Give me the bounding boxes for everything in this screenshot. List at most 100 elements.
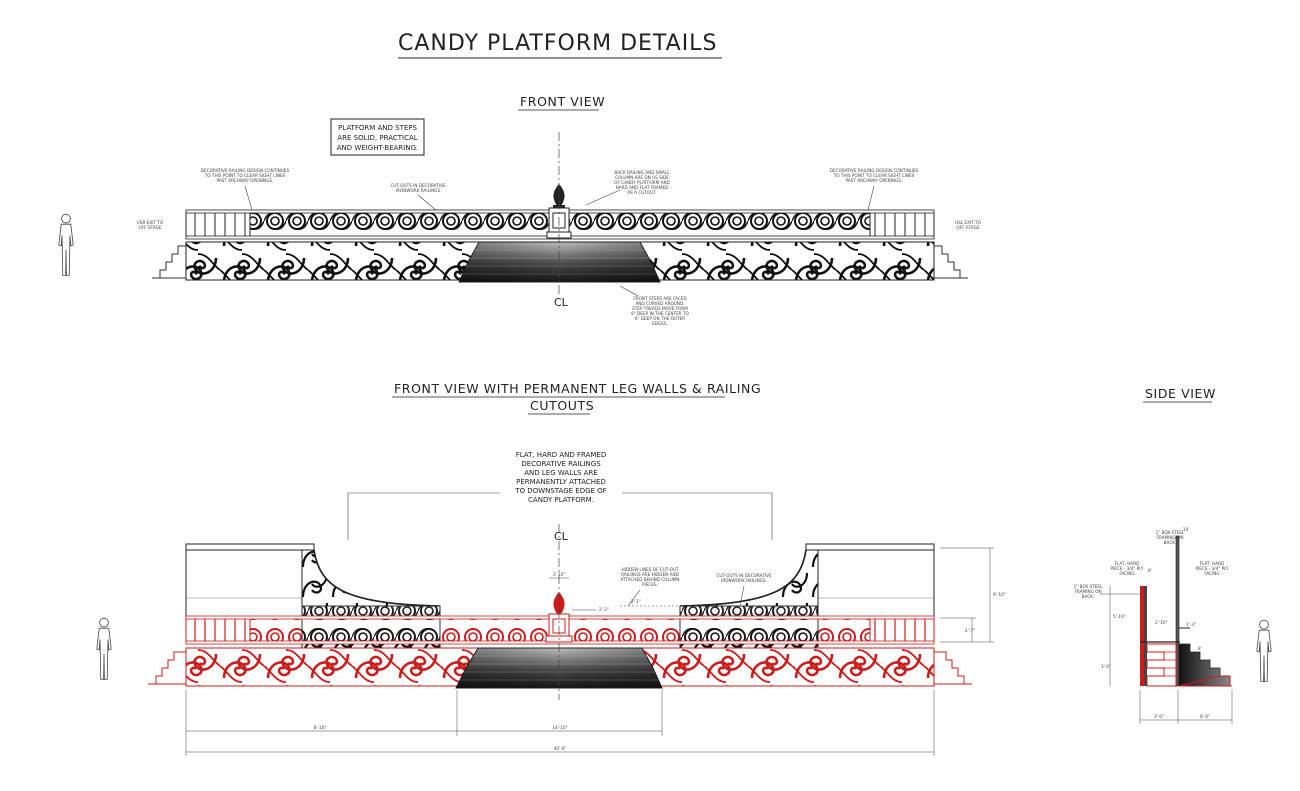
svg-text:OF CANDY PLATFORM AND: OF CANDY PLATFORM AND bbox=[614, 180, 670, 185]
svg-text:CANDY PLATFORM.: CANDY PLATFORM. bbox=[528, 496, 594, 504]
svg-text:PIECE - 3/4" PLY: PIECE - 3/4" PLY bbox=[1195, 566, 1228, 571]
note-leg-main: FLAT, HARD AND FRAMED DECORATIVE RAILING… bbox=[347, 451, 773, 540]
svg-text:14'-10": 14'-10" bbox=[552, 725, 567, 730]
front-leg-view-title-2: CUTOUTS bbox=[530, 398, 594, 413]
front-steps bbox=[458, 241, 661, 283]
svg-text:1'-3": 1'-3" bbox=[1186, 622, 1196, 627]
svg-text:OFF-STAGE: OFF-STAGE bbox=[138, 225, 162, 230]
svg-text:10': 10' bbox=[1183, 527, 1189, 532]
svg-text:8': 8' bbox=[1148, 568, 1152, 573]
column-dims: 1'-10" 2'-2" 2'-1" bbox=[549, 572, 680, 612]
svg-text:OFF-STAGE: OFF-STAGE bbox=[956, 225, 980, 230]
svg-text:2'-2": 2'-2" bbox=[599, 607, 609, 612]
svg-text:3'-0": 3'-0" bbox=[1154, 714, 1164, 719]
front-view-title: FRONT VIEW bbox=[520, 94, 605, 109]
note-side-flat-right: FLAT, HARD PIECE - 3/4" PLY FACING bbox=[1195, 561, 1228, 576]
svg-text:3'-0": 3'-0" bbox=[1101, 664, 1111, 669]
svg-text:COLUMN ARE ON US SIDE: COLUMN ARE ON US SIDE bbox=[615, 175, 669, 180]
svg-text:FLAT, HARD AND FRAMED: FLAT, HARD AND FRAMED bbox=[516, 451, 606, 459]
svg-text:USL EXIT TO: USL EXIT TO bbox=[955, 220, 982, 225]
svg-text:40'-0": 40'-0" bbox=[554, 746, 567, 751]
person-scale-figure-right bbox=[1256, 619, 1272, 682]
note-side-box-steel-top: 1" BOX STEEL FRAMING ON BACK. bbox=[1156, 530, 1185, 545]
callout-line-2: ARE SOLID, PRACTICAL bbox=[337, 134, 417, 142]
horizontal-dims: 8'-10" 14'-10" 40'-0" bbox=[185, 690, 935, 756]
vertical-dims: 9'-10" 2'-7" bbox=[940, 547, 1006, 643]
svg-text:8'-10": 8'-10" bbox=[314, 725, 327, 730]
note-exit-left: USR EXIT TO OFF-STAGE bbox=[137, 220, 164, 230]
svg-text:BACK.: BACK. bbox=[1082, 594, 1095, 599]
note-steps: FRONT STEPS ARE FACED AND CURVED AROUND.… bbox=[619, 285, 690, 326]
svg-text:2'-1": 2'-1" bbox=[631, 599, 641, 604]
svg-text:PAST ARCHWAY OPENINGS.: PAST ARCHWAY OPENINGS. bbox=[217, 178, 274, 183]
sheet-title-block: CANDY PLATFORM DETAILS bbox=[398, 31, 722, 59]
svg-text:6'-0": 6'-0" bbox=[1200, 714, 1210, 719]
person-scale-figure-left bbox=[58, 213, 74, 276]
svg-text:RAILINGS ARE HIDDEN AND: RAILINGS ARE HIDDEN AND bbox=[621, 572, 679, 577]
svg-text:8': 8' bbox=[1198, 646, 1202, 651]
svg-text:ATTACHED BEHIND COLUMN: ATTACHED BEHIND COLUMN bbox=[620, 577, 679, 582]
svg-text:DECORATIVE RAILINGS: DECORATIVE RAILINGS bbox=[521, 460, 601, 468]
svg-text:FRONT STEPS ARE FACED: FRONT STEPS ARE FACED bbox=[633, 296, 686, 301]
svg-text:5'-10": 5'-10" bbox=[1113, 614, 1126, 619]
red-left-steps bbox=[148, 651, 187, 685]
side-dims: 10' 8' 5'-10" 3'-0" 2'-10" 1'-3" 8' 3'-0… bbox=[1101, 527, 1233, 724]
svg-text:HARD AND FLAT FRAMED: HARD AND FLAT FRAMED bbox=[616, 185, 669, 190]
svg-text:DECORATIVE RAILING DESIGN CONT: DECORATIVE RAILING DESIGN CONTINUES bbox=[201, 168, 290, 173]
note-back-railing: BACK RAILING AND SMALL COLUMN ARE ON US … bbox=[585, 170, 670, 206]
svg-text:AS A CUTOUT.: AS A CUTOUT. bbox=[627, 190, 656, 195]
left-side-steps bbox=[152, 245, 187, 279]
svg-text:PIECE - 3/4" PLY: PIECE - 3/4" PLY bbox=[1110, 566, 1143, 571]
svg-text:HIDDEN LINES OF CUT-OUT: HIDDEN LINES OF CUT-OUT bbox=[621, 567, 678, 572]
front-leg-view-title-1: FRONT VIEW WITH PERMANENT LEG WALLS & RA… bbox=[394, 381, 761, 396]
note-cutouts-front: CUT-OUTS IN DECORATIVE IRONWORK RAILINGS bbox=[390, 183, 446, 211]
leg-centerline-label: CL bbox=[554, 530, 569, 543]
svg-text:TO THIS POINT TO CLEAR SIGHT L: TO THIS POINT TO CLEAR SIGHT LINES bbox=[833, 173, 915, 178]
svg-text:BACK RAILING AND SMALL: BACK RAILING AND SMALL bbox=[614, 170, 670, 175]
note-exit-right: USL EXIT TO OFF-STAGE bbox=[955, 220, 982, 230]
svg-text:IRONWORK RAILINGS: IRONWORK RAILINGS bbox=[396, 188, 441, 193]
svg-text:2'-7": 2'-7" bbox=[965, 628, 975, 633]
front-view: FRONT VIEW PLATFORM AND STEPS ARE SOLID,… bbox=[58, 94, 982, 326]
svg-text:FACING: FACING bbox=[1119, 571, 1134, 576]
svg-text:1'-10": 1'-10" bbox=[553, 572, 566, 577]
svg-text:FLAT, HARD: FLAT, HARD bbox=[1115, 561, 1140, 566]
svg-text:TO THIS POINT TO CLEAR SIGHT L: TO THIS POINT TO CLEAR SIGHT LINES bbox=[204, 173, 286, 178]
right-side-steps bbox=[933, 245, 968, 279]
svg-text:AND CURVED AROUND.: AND CURVED AROUND. bbox=[635, 301, 684, 306]
svg-text:8" DEEP IN THE CENTER TO: 8" DEEP IN THE CENTER TO bbox=[631, 311, 689, 316]
side-red-steps bbox=[1146, 643, 1177, 687]
side-red-facing bbox=[1140, 586, 1144, 686]
svg-text:AND LEG WALLS ARE: AND LEG WALLS ARE bbox=[524, 469, 597, 477]
side-view: SIDE VIEW 1" BOX STEEL FRAMING ON BACK. … bbox=[1074, 386, 1272, 724]
svg-text:BACK.: BACK. bbox=[1164, 540, 1177, 545]
svg-text:TO DOWNSTAGE EDGE OF: TO DOWNSTAGE EDGE OF bbox=[514, 487, 606, 495]
front-centerline-label: CL bbox=[554, 296, 569, 309]
svg-text:EDGES.: EDGES. bbox=[652, 321, 668, 326]
svg-text:FACING: FACING bbox=[1204, 571, 1219, 576]
svg-text:CUT-OUTS IN DECORATIVE: CUT-OUTS IN DECORATIVE bbox=[390, 183, 445, 188]
note-rail-right: DECORATIVE RAILING DESIGN CONTINUES TO T… bbox=[830, 168, 918, 211]
svg-text:PAST ARCHWAY OPENINGS.: PAST ARCHWAY OPENINGS. bbox=[846, 178, 903, 183]
note-side-box-steel-left: 1" BOX STEEL FRAMING ON BACK. bbox=[1074, 584, 1140, 599]
side-view-title: SIDE VIEW bbox=[1145, 386, 1216, 401]
note-rail-left: DECORATIVE RAILING DESIGN CONTINUES TO T… bbox=[201, 168, 290, 211]
svg-text:PIECES.: PIECES. bbox=[642, 582, 658, 587]
svg-text:FRAMING ON: FRAMING ON bbox=[1075, 589, 1102, 594]
note-side-flat-left: FLAT, HARD PIECE - 3/4" PLY FACING bbox=[1110, 561, 1143, 576]
svg-text:9'-10": 9'-10" bbox=[993, 592, 1006, 597]
svg-text:USR EXIT TO: USR EXIT TO bbox=[137, 220, 164, 225]
sheet-title: CANDY PLATFORM DETAILS bbox=[398, 31, 717, 56]
solid-platform-callout: PLATFORM AND STEPS ARE SOLID, PRACTICAL … bbox=[330, 118, 425, 156]
callout-line-1: PLATFORM AND STEPS bbox=[338, 124, 417, 132]
red-right-steps bbox=[933, 651, 972, 685]
svg-text:1" BOX STEEL: 1" BOX STEEL bbox=[1074, 584, 1103, 589]
svg-text:FRAMING ON: FRAMING ON bbox=[1157, 535, 1184, 540]
callout-line-3: AND WEIGHT-BEARING. bbox=[337, 144, 418, 152]
svg-text:STEP TREADS MOVE FROM: STEP TREADS MOVE FROM bbox=[632, 306, 688, 311]
front-leg-view: FRONT VIEW WITH PERMANENT LEG WALLS & RA… bbox=[96, 381, 1006, 756]
svg-text:CUT-OUTS IN DECORATIVE: CUT-OUTS IN DECORATIVE bbox=[716, 573, 771, 578]
note-hidden-lines: HIDDEN LINES OF CUT-OUT RAILINGS ARE HID… bbox=[620, 567, 680, 607]
side-back-post bbox=[1175, 535, 1180, 687]
